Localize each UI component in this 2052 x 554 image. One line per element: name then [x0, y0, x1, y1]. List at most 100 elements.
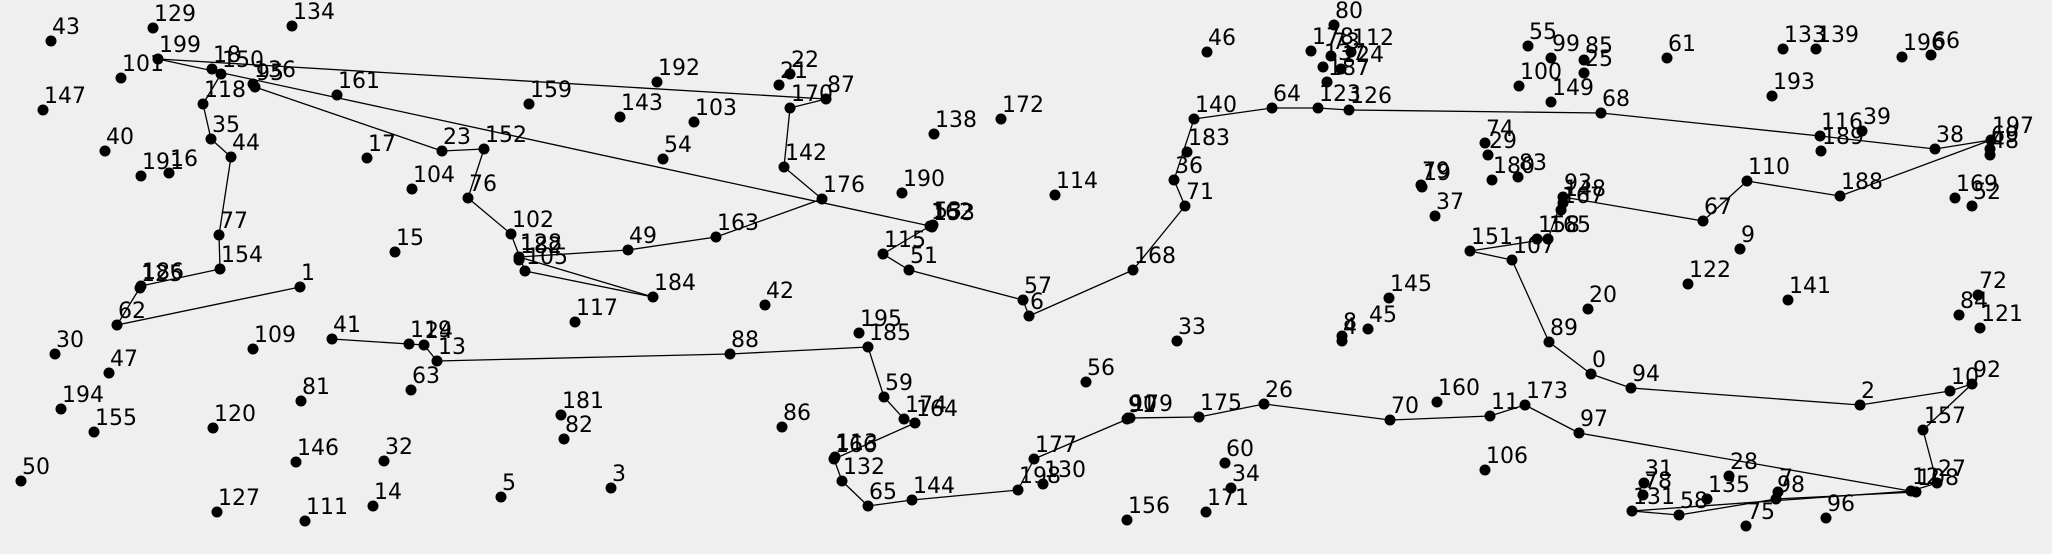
node-point [418, 339, 430, 351]
node-label: 102 [512, 208, 554, 233]
node-point [555, 409, 567, 421]
node-point [15, 475, 27, 487]
node-label: 190 [903, 167, 945, 192]
edge-11-70 [1389, 415, 1491, 421]
node-point [1578, 54, 1590, 66]
node-point [1519, 399, 1531, 411]
node-label: 162 [931, 200, 973, 225]
node-label: 33 [1178, 315, 1206, 340]
node-point [55, 403, 67, 415]
edge-152-76 [467, 148, 485, 199]
node-point [1506, 254, 1518, 266]
node-point [1127, 264, 1139, 276]
node-label: 3 [612, 462, 626, 487]
node-layer [15, 19, 1997, 532]
node-point [1037, 478, 1049, 490]
node-label: 145 [1390, 272, 1432, 297]
edge-198-144 [911, 489, 1019, 501]
node-point [906, 494, 918, 506]
edge-94-2 [1630, 387, 1861, 406]
node-point [1080, 376, 1092, 388]
node-point [1124, 412, 1136, 424]
node-label: 8 [1343, 310, 1357, 335]
node-point [1810, 43, 1822, 55]
node-label: 16 [170, 147, 198, 172]
node-point [1219, 457, 1231, 469]
node-point [405, 384, 417, 396]
node-point [1168, 174, 1180, 186]
node-point [326, 333, 338, 345]
edge-89-0 [1548, 341, 1592, 375]
node-point [924, 220, 936, 232]
node-label: 5 [502, 471, 516, 496]
node-label: 37 [1436, 190, 1464, 215]
node-label: 12 [1912, 465, 1940, 490]
node-label: 158 [1538, 213, 1580, 238]
node-label: 22 [791, 48, 819, 73]
node-label: 197 [1992, 114, 2034, 139]
node-point [1925, 49, 1937, 61]
edge-157-27 [1922, 429, 1938, 484]
node-point [1966, 200, 1978, 212]
node-point [247, 78, 259, 90]
node-label: 122 [1689, 258, 1731, 283]
node-point [378, 455, 390, 467]
node-point [773, 79, 785, 91]
node-point [1512, 171, 1524, 183]
node-point [205, 133, 217, 145]
node-point [1321, 76, 1333, 88]
node-point [1336, 330, 1348, 342]
node-label: 195 [860, 307, 902, 332]
node-label: 126 [1350, 84, 1392, 109]
node-point [1697, 215, 1709, 227]
node-point [759, 299, 771, 311]
edge-154-77 [218, 234, 221, 270]
node-point [622, 244, 634, 256]
node-label: 152 [485, 123, 527, 148]
node-point [495, 491, 507, 503]
node-point [361, 152, 373, 164]
node-point [1815, 145, 1827, 157]
node-label: 134 [293, 0, 335, 25]
node-point [1972, 289, 1984, 301]
node-label: 142 [785, 141, 827, 166]
node-point [294, 281, 306, 293]
node-point [1723, 470, 1735, 482]
node-point [1984, 143, 1996, 155]
node-label: 14 [374, 480, 402, 505]
node-label: 17 [368, 132, 396, 157]
node-point [778, 161, 790, 173]
edge-108-97 [1578, 432, 1917, 493]
edge-95-23 [254, 86, 443, 152]
node-label: 66 [1932, 29, 1960, 54]
node-label: 198 [1019, 464, 1061, 489]
node-label: 123 [1319, 82, 1361, 107]
edge-184-128 [518, 256, 654, 298]
node-point [1312, 102, 1324, 114]
label-layer: 0123456789101112131415161718192021222324… [22, 0, 2034, 525]
node-label: 80 [1335, 0, 1363, 24]
edge-65-132 [841, 480, 869, 507]
node-label: 28 [1730, 450, 1758, 475]
node-label: 35 [212, 113, 240, 138]
node-label: 74 [1486, 117, 1514, 142]
edge-51-57 [908, 269, 1024, 301]
node-label: 169 [1956, 172, 1998, 197]
node-label: 107 [1513, 234, 1555, 259]
node-point [206, 63, 218, 75]
node-point [1415, 179, 1427, 191]
node-label: 67 [1704, 195, 1732, 220]
node-point [103, 367, 115, 379]
edge-23-152 [441, 148, 485, 152]
node-point [45, 35, 57, 47]
node-point [651, 76, 663, 88]
node-point [367, 500, 379, 512]
node-label: 54 [664, 133, 692, 158]
node-label: 166 [835, 433, 877, 458]
node-label: 34 [1232, 462, 1260, 487]
node-label: 178 [1312, 25, 1354, 50]
node-point [389, 246, 401, 258]
node-point [1545, 96, 1557, 108]
node-label: 11 [1491, 390, 1519, 415]
node-label: 175 [1200, 391, 1242, 416]
